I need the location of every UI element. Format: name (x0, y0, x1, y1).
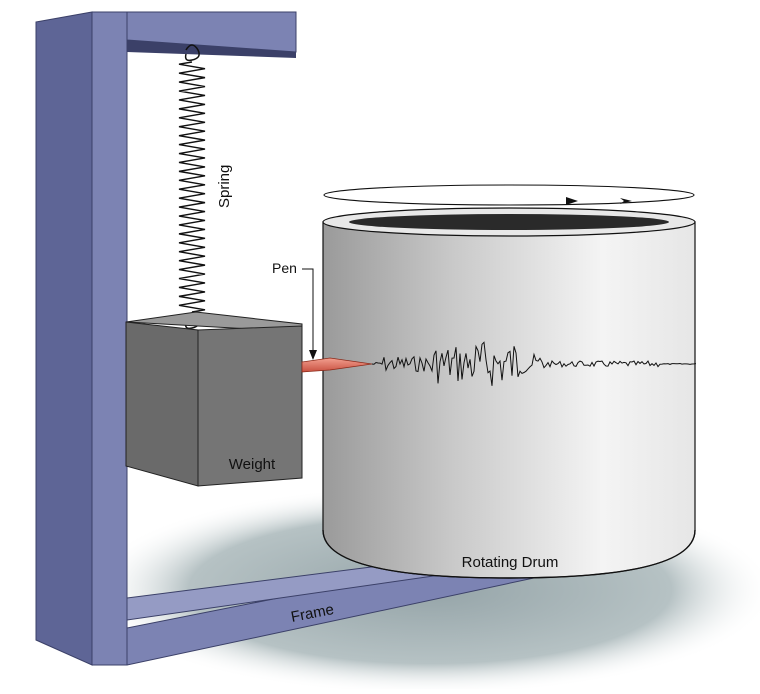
rotation-arrow-icon (323, 184, 695, 206)
spring-coil (178, 61, 206, 313)
weight-left-face (125, 321, 199, 487)
weight-front-face (197, 325, 303, 487)
spring-label: Spring (216, 165, 233, 208)
frame-post-side (35, 11, 93, 666)
frame-post-front (91, 11, 128, 666)
pen (301, 357, 373, 373)
drum-body (322, 221, 696, 579)
seismogram-trace (371, 341, 697, 386)
frame-arm-under (127, 40, 296, 58)
weight-label: Weight (229, 456, 276, 473)
drum-top-opening (349, 214, 669, 230)
drum-bottom-edge (322, 529, 696, 579)
rotating-drum (322, 207, 696, 579)
pen-label: Pen (272, 260, 297, 276)
pen-leader-line (302, 268, 314, 352)
drum-label: Rotating Drum (462, 554, 559, 571)
pen-leader-arrow (309, 350, 317, 360)
spring-top-hook (184, 44, 200, 62)
spring (178, 61, 206, 313)
